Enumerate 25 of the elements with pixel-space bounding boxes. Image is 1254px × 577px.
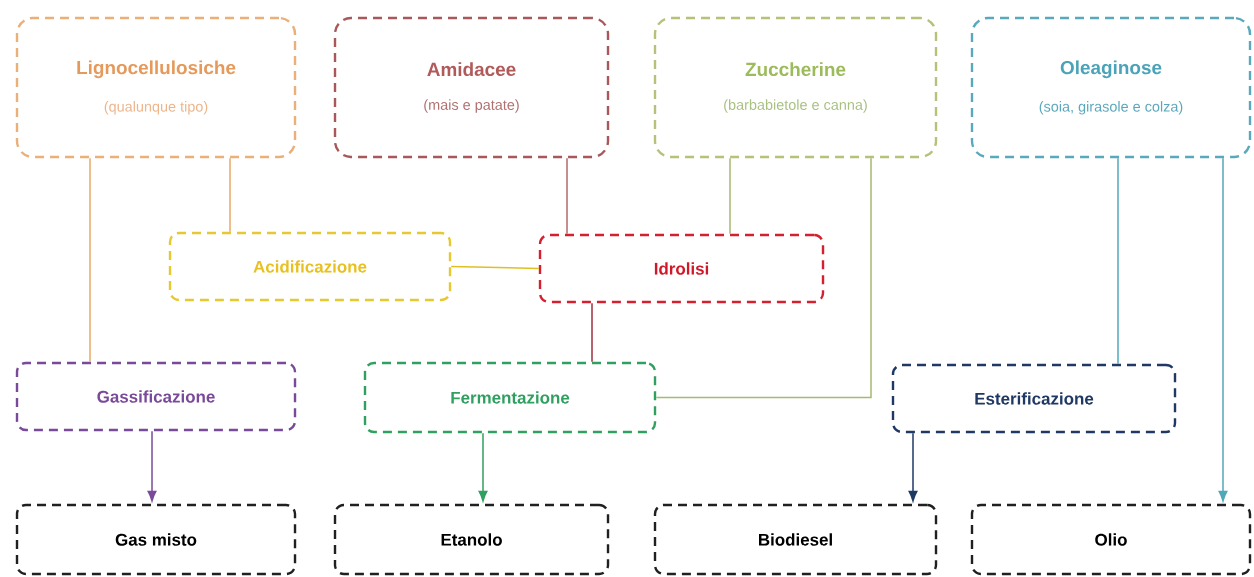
connector: [655, 157, 872, 399]
product-box: Olio: [970, 503, 1252, 576]
connector: [478, 432, 488, 502]
connector: [1218, 157, 1228, 502]
feedstock-box: Amidacee (mais e patate): [333, 16, 610, 159]
process-box: Esterificazione: [891, 363, 1177, 434]
connector: [566, 157, 568, 235]
process-box: Gassificazione: [15, 361, 297, 432]
connector: [89, 157, 91, 363]
connector: [147, 430, 157, 502]
connector: [1117, 157, 1119, 365]
connector: [229, 157, 231, 233]
connector: [729, 157, 731, 235]
process-box: Idrolisi: [538, 233, 825, 304]
connector: [450, 265, 540, 270]
feedstock-box: Lignocellulosiche (qualunque tipo): [15, 16, 297, 159]
product-box: Biodiesel: [653, 503, 938, 576]
feedstock-box: Oleaginose (soia, girasole e colza): [970, 16, 1252, 159]
connector: [908, 432, 918, 502]
connector: [591, 302, 593, 363]
product-box: Gas misto: [15, 503, 297, 576]
product-box: Etanolo: [333, 503, 610, 576]
process-box: Acidificazione: [168, 231, 452, 302]
process-box: Fermentazione: [363, 361, 657, 434]
feedstock-box: Zuccherine (barbabietole e canna): [653, 16, 938, 159]
